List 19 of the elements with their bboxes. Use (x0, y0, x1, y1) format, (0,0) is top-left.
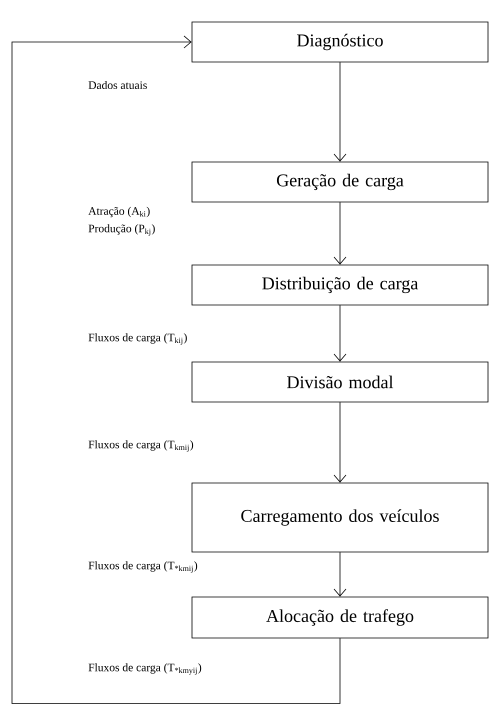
process-box: Divisão modal (192, 362, 488, 402)
arrow (12, 36, 340, 704)
arrow (334, 305, 346, 362)
flow-label: Fluxos de carga (T$_{kij}$) (88, 333, 187, 345)
process-box: Diagnóstico (192, 22, 488, 62)
flow-label: Fluxos de carga (T$_{kmij}$) (88, 440, 194, 452)
arrow (334, 202, 346, 265)
arrow (334, 402, 346, 483)
flow-label: Dados atuais (88, 80, 147, 90)
flow-label: Produção (P$_{kj}$) (88, 224, 155, 236)
process-box: Distribuição de carga (192, 264, 488, 306)
process-box: Alocação de trafego (192, 596, 488, 638)
arrow (334, 552, 346, 597)
process-box: Carregamento dos veículos (192, 482, 488, 552)
arrow (334, 62, 346, 162)
flow-label: Atração (A$_{ki}$) (88, 206, 150, 218)
flow-label: Fluxos de carga (T$_{*kmij}$) (88, 561, 198, 573)
flow-label: Fluxos de carga (T$_{*kmyij}$) (88, 663, 202, 675)
process-box: Geração de carga (192, 162, 488, 202)
